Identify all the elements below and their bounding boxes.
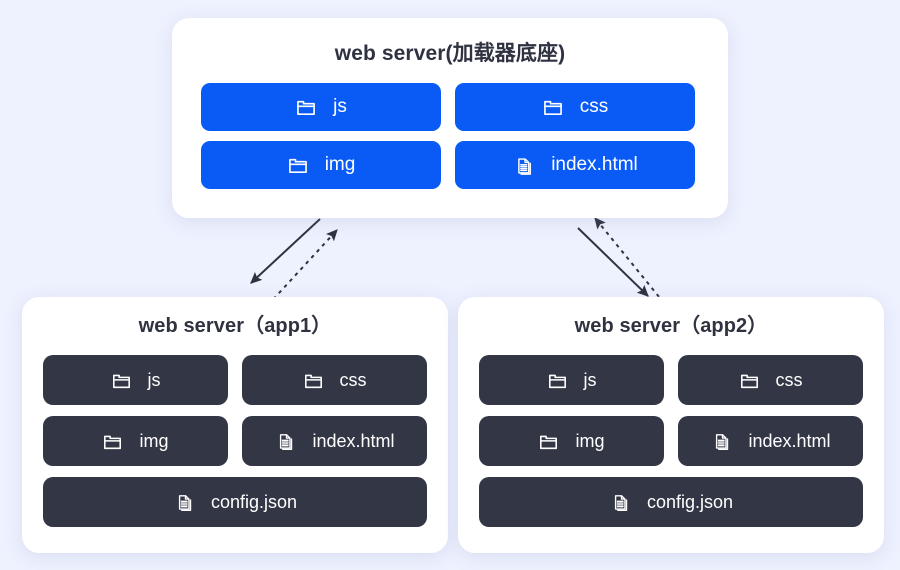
connector-root-to-app2-solid [577, 227, 649, 297]
card-title-app1: web server（app1） [138, 315, 332, 337]
chip-label: img [324, 154, 356, 176]
card-title-app2: web server（app2） [574, 315, 768, 337]
chip-grid-root: js css img [172, 65, 728, 190]
chip-label: css [775, 369, 803, 390]
chip-app2-index-html[interactable]: index.html [678, 416, 863, 466]
chip-grid-app1: js css img [22, 337, 448, 527]
folder-icon [111, 370, 132, 391]
folder-icon [102, 431, 123, 452]
folder-icon [295, 96, 317, 118]
chip-app1-css[interactable]: css [242, 355, 427, 405]
chip-label: config.json [646, 491, 734, 512]
chip-grid-app2: js css img [458, 337, 884, 527]
card-title-root: web server(加载器底座) [334, 42, 566, 65]
chip-app1-config-json[interactable]: config.json [43, 477, 427, 527]
chip-app2-config-json[interactable]: config.json [479, 477, 863, 527]
folder-icon [287, 154, 309, 176]
chip-label: js [583, 369, 597, 390]
chip-root-js[interactable]: js [201, 83, 441, 132]
folder-icon [538, 431, 559, 452]
document-icon [512, 154, 535, 177]
chip-app1-js[interactable]: js [43, 355, 228, 405]
chip-label: js [147, 369, 161, 390]
chip-label: js [333, 96, 347, 118]
chip-app2-img[interactable]: img [479, 416, 664, 466]
chip-label: index.html [551, 154, 638, 176]
chip-app1-index-html[interactable]: index.html [242, 416, 427, 466]
chip-label: css [339, 369, 367, 390]
chip-app1-img[interactable]: img [43, 416, 228, 466]
folder-icon [739, 370, 760, 391]
folder-icon [303, 370, 324, 391]
chip-app2-js[interactable]: js [479, 355, 664, 405]
connector-app1-to-root-dashed [267, 229, 338, 306]
chip-label: img [139, 430, 169, 451]
document-icon [173, 491, 195, 513]
card-web-server-root: web server(加载器底座) js css [172, 18, 728, 218]
chip-root-img[interactable]: img [201, 141, 441, 190]
card-web-server-app1: web server（app1） js css [22, 297, 448, 553]
chip-root-css[interactable]: css [455, 83, 695, 132]
chip-label: index.html [312, 430, 395, 451]
document-icon [710, 430, 732, 452]
chip-label: index.html [748, 430, 831, 451]
connector-app2-to-root-dashed [594, 217, 665, 304]
chip-label: img [575, 430, 605, 451]
chip-label: config.json [210, 491, 298, 512]
chip-root-index-html[interactable]: index.html [455, 141, 695, 190]
card-web-server-app2: web server（app2） js css [458, 297, 884, 553]
chip-app2-css[interactable]: css [678, 355, 863, 405]
folder-icon [547, 370, 568, 391]
connector-root-to-app1-solid [250, 218, 321, 284]
document-icon [609, 491, 631, 513]
document-icon [274, 430, 296, 452]
folder-icon [542, 96, 564, 118]
chip-label: css [579, 96, 609, 118]
